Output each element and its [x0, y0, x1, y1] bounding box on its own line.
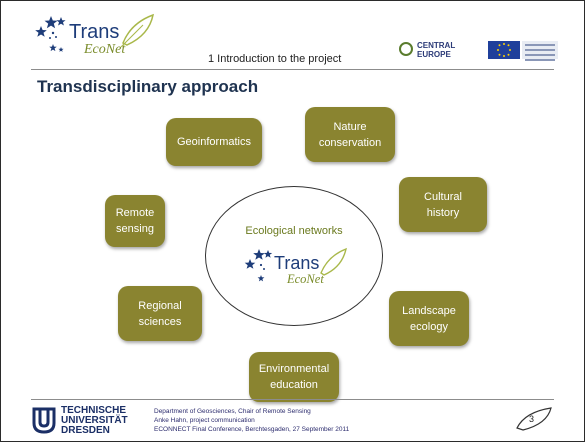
page-number: 3: [529, 414, 535, 424]
center-logo-word-econet: EcoNet: [286, 272, 324, 286]
leaf-icon: [122, 13, 154, 46]
footer-credits: Department of Geosciences, Chair of Remo…: [154, 407, 349, 434]
topic-geoinformatics: Geoinformatics: [166, 118, 262, 166]
tu-dresden-name: TECHNISCHE UNIVERSITÄT DRESDEN: [61, 405, 128, 436]
topic-cultural-history: Cultural history: [399, 177, 487, 232]
footer-divider: [31, 399, 554, 400]
topic-nature-conservation: Nature conservation: [305, 107, 395, 162]
section-label: 1 Introduction to the project: [208, 53, 342, 65]
center-transeconet-logo: Trans EcoNet: [244, 247, 347, 286]
center-star-cluster-icon: [244, 249, 273, 282]
central-europe-logo: CENTRAL EUROPE: [399, 41, 479, 59]
topic-environmental-education: Environmental education: [249, 352, 339, 402]
center-logo-word-trans: Trans: [274, 253, 319, 273]
tu-dresden-emblem-icon: [32, 407, 56, 434]
slide-title: Transdisciplinary approach: [37, 77, 259, 96]
page-leaf-icon: [516, 407, 552, 431]
leaf-stem-icon: [120, 24, 144, 48]
star-cluster-icon: [35, 16, 66, 52]
central-europe-text: CENTRAL EUROPE: [417, 41, 456, 59]
footer-line-author: Anke Hahn, project communication: [154, 417, 255, 424]
topic-remote-sensing: Remote sensing: [105, 195, 165, 247]
central-europe-circle-icon: [399, 42, 413, 56]
logo-word-econet: EcoNet: [83, 42, 126, 57]
logo-word-trans: Trans: [69, 21, 119, 43]
eu-flag-icon: [488, 41, 520, 59]
topic-landscape-ecology: Landscape ecology: [389, 291, 469, 346]
center-leaf-icon: [320, 247, 347, 276]
transeconet-logo: Trans EcoNet: [35, 13, 154, 57]
center-label: Ecological networks: [245, 225, 343, 237]
header-divider: [31, 69, 554, 70]
footer-line-department: Department of Geosciences, Chair of Remo…: [154, 408, 311, 415]
page-number-badge: 3: [511, 406, 557, 432]
footer-line-conference: ECONNECT Final Conference, Berchtesgaden…: [154, 426, 350, 433]
eu-fund-text: [522, 41, 558, 61]
topic-regional-sciences: Regional sciences: [118, 286, 202, 341]
tu-dresden-logo: TECHNISCHE UNIVERSITÄT DRESDEN: [31, 405, 139, 437]
center-circle: Ecological networks Trans EcoNet: [205, 186, 383, 326]
